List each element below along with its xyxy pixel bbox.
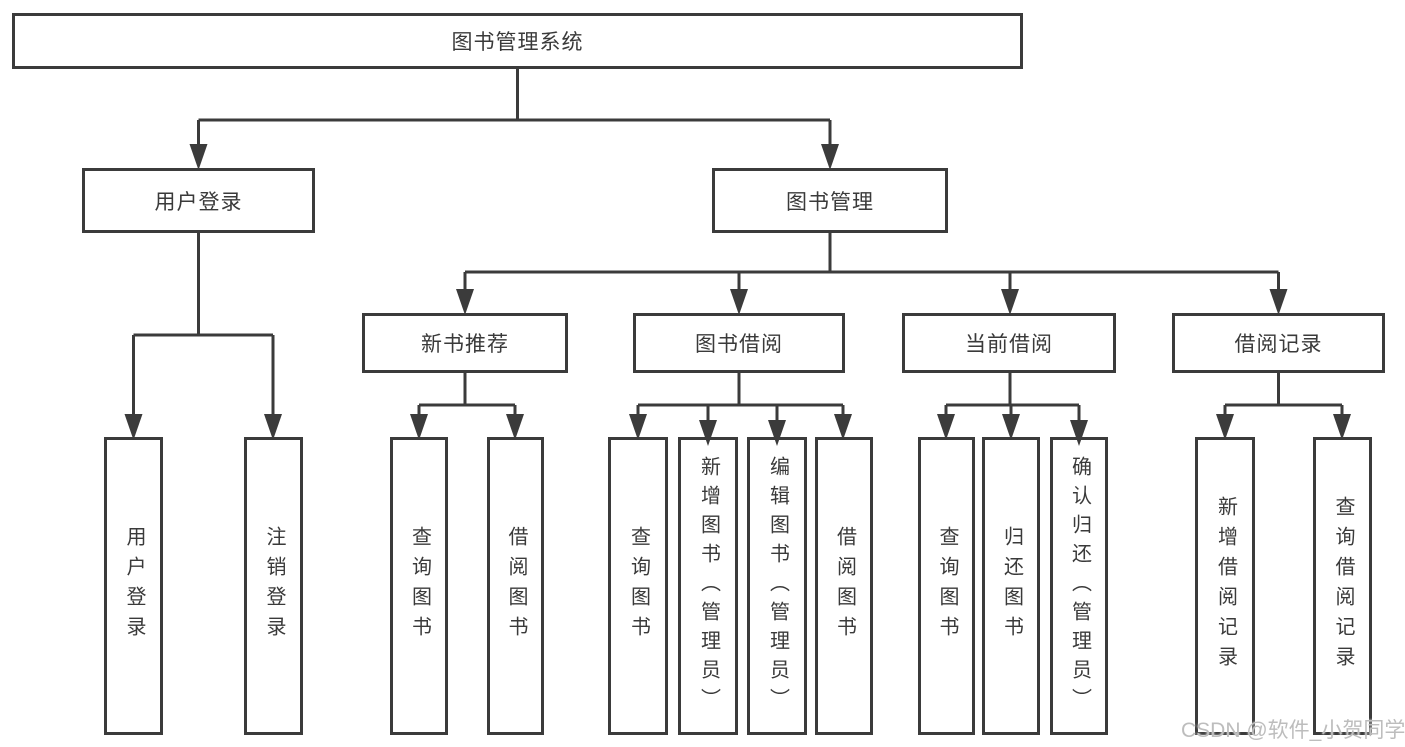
node-confirm-return-admin: 确认归还（管理员） xyxy=(1050,437,1108,735)
node-label: 新书推荐 xyxy=(421,333,509,356)
node-label: 确认归还（管理员） xyxy=(1068,455,1091,717)
node-current-borrowing: 当前借阅 xyxy=(902,313,1116,373)
node-borrowing-records: 借阅记录 xyxy=(1172,313,1385,373)
node-label: 查询借阅记录 xyxy=(1332,496,1354,676)
node-label: 用户登录 xyxy=(154,190,243,214)
node-book-borrowing: 图书借阅 xyxy=(633,313,845,373)
node-library-management-system: 图书管理系统 xyxy=(12,13,1023,69)
node-label: 查询图书 xyxy=(936,526,958,646)
node-label: 图书借阅 xyxy=(695,333,783,356)
node-label: 当前借阅 xyxy=(965,333,1053,356)
node-return-books: 归还图书 xyxy=(982,437,1040,735)
node-add-books-admin: 新增图书（管理员） xyxy=(678,437,738,735)
node-label: 编辑图书（管理员） xyxy=(766,455,789,717)
node-label: 查询图书 xyxy=(627,526,650,646)
node-label: 查询图书 xyxy=(408,526,431,646)
node-label: 注销登录 xyxy=(263,526,285,646)
node-borrow-books-leaf: 借阅图书 xyxy=(815,437,873,735)
node-edit-books-admin: 编辑图书（管理员） xyxy=(747,437,807,735)
node-label: 图书管理系统 xyxy=(451,31,584,54)
node-logout: 注销登录 xyxy=(244,437,303,735)
node-book-management: 图书管理 xyxy=(712,168,948,233)
watermark-text: CSDN @软件_小贺同学 xyxy=(1181,719,1405,742)
node-new-book-recommendation: 新书推荐 xyxy=(362,313,568,373)
node-label: 归还图书 xyxy=(1000,526,1023,646)
node-label: 借阅记录 xyxy=(1234,333,1323,356)
node-add-borrow-record: 新增借阅记录 xyxy=(1195,437,1255,735)
node-label: 图书管理 xyxy=(786,190,874,214)
node-query-borrow-record: 查询借阅记录 xyxy=(1313,437,1372,735)
node-query-books-current: 查询图书 xyxy=(918,437,975,735)
node-label: 借阅图书 xyxy=(505,526,527,646)
node-user-login: 用户登录 xyxy=(82,168,315,233)
node-query-books-borrow: 查询图书 xyxy=(608,437,668,735)
node-label: 用户登录 xyxy=(123,526,145,646)
node-label: 新增图书（管理员） xyxy=(697,455,720,717)
node-label: 借阅图书 xyxy=(833,526,856,646)
node-borrow-books-recommend: 借阅图书 xyxy=(487,437,544,735)
node-user-login-leaf: 用户登录 xyxy=(104,437,163,735)
node-query-books-recommend: 查询图书 xyxy=(390,437,448,735)
node-label: 新增借阅记录 xyxy=(1214,496,1237,676)
